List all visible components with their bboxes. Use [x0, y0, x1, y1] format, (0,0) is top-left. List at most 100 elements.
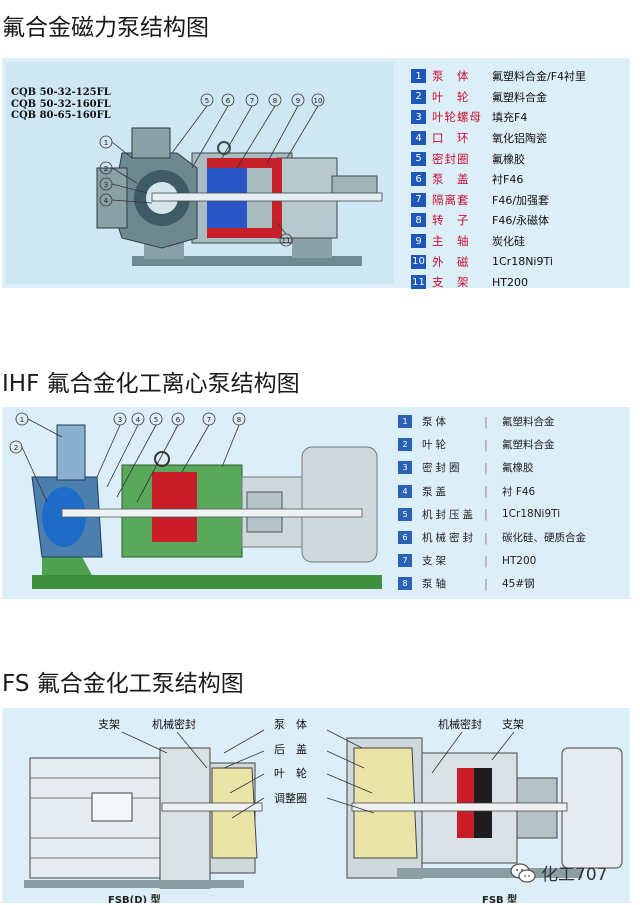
legend-material: 氟橡胶: [502, 462, 534, 475]
legend-number-badge: 2: [411, 89, 426, 104]
legend-divider: |: [484, 576, 488, 591]
legend-part-name: 机械密封: [422, 532, 476, 545]
legend-material: 氟塑料合金: [492, 90, 547, 104]
cqb-pump-drawing: 5 6 7 8 9 10 1 2 3 4 11: [6, 62, 394, 284]
legend-number-badge: 6: [398, 531, 412, 545]
legend-material: 氟塑料合金/F4衬里: [492, 70, 587, 84]
legend-row: 2 叶 轮 氟塑料合金: [411, 87, 586, 108]
legend-divider: |: [484, 460, 488, 475]
legend-number-badge: 4: [398, 484, 412, 498]
legend-divider: |: [484, 484, 488, 499]
fs-label-seal-right: 机械密封: [438, 718, 482, 731]
legend-number-badge: 9: [411, 234, 426, 249]
fs-label-impeller: 叶 轮: [274, 767, 307, 780]
ihf-pump-drawing: 1 2 3 4 5 6 7 8: [9, 412, 382, 589]
watermark-text: 化工707: [541, 865, 608, 885]
legend-material: 1Cr18Ni9Ti: [492, 255, 553, 269]
legend-part-name: 隔离套: [432, 192, 470, 207]
cqb-model-list: CQB 50-32-125FL CQB 50-32-160FL CQB 80-6…: [11, 87, 111, 122]
legend-number-badge: 8: [411, 213, 426, 228]
cqb-callout-1: 1: [104, 139, 108, 147]
legend-material: 45#钢: [502, 578, 535, 591]
cqb-model: CQB 50-32-125FL: [11, 87, 111, 98]
legend-divider: |: [484, 414, 488, 429]
legend-row: 9 主 轴 炭化硅: [411, 231, 586, 252]
legend-number-badge: 1: [398, 415, 412, 429]
legend-part-name: 叶轮螺母: [432, 110, 482, 125]
cqb-callout-6: 6: [226, 97, 231, 105]
legend-number-badge: 4: [411, 131, 426, 146]
ihf-callout-1: 1: [20, 416, 24, 424]
legend-number-badge: 1: [411, 69, 426, 84]
cqb-section-title: 氟合金磁力泵结构图: [2, 15, 209, 41]
cqb-callout-8: 8: [273, 97, 277, 105]
legend-material: 衬 F46: [502, 485, 536, 498]
cqb-callout-3: 3: [104, 181, 108, 189]
legend-part-name: 密封圈: [422, 462, 463, 475]
legend-part-name: 泵体: [422, 416, 449, 429]
legend-row: 10 外 磁 1Cr18Ni9Ti: [411, 251, 586, 272]
cqb-model: CQB 80-65-160FL: [11, 110, 111, 121]
fs-pump-drawing: [24, 729, 623, 889]
legend-row: 1 泵 体 氟塑料合金/F4衬里: [411, 66, 586, 87]
legend-number-badge: 10: [411, 254, 426, 269]
ihf-panel: 1 2 3 4 5 6 7 8: [2, 407, 630, 599]
legend-row: 3 叶轮螺母填充F4: [411, 107, 586, 128]
legend-part-name: 泵 体: [432, 69, 470, 84]
legend-part-name: 叶 轮: [432, 89, 470, 104]
legend-divider: |: [484, 507, 488, 522]
fs-label-back-cover: 后 盖: [274, 743, 307, 756]
legend-part-name: 主 轴: [432, 234, 470, 249]
wechat-icon: [510, 862, 536, 883]
legend-part-name: 机封压盖: [422, 508, 476, 521]
legend-part-name: 泵盖: [422, 485, 449, 498]
legend-divider: |: [484, 553, 488, 568]
ihf-callout-6: 6: [176, 416, 181, 424]
cqb-panel: 5 6 7 8 9 10 1 2 3 4 11: [2, 58, 630, 288]
legend-number-badge: 2: [398, 438, 412, 452]
cqb-callout-4: 4: [104, 197, 109, 205]
fs-label-support-right: 支架: [502, 718, 524, 731]
legend-part-name: 外 磁: [432, 254, 470, 269]
ihf-callout-5: 5: [154, 416, 158, 424]
legend-material: 填充F4: [492, 111, 528, 125]
legend-row: 7 隔离套 F46/加强套: [411, 190, 586, 211]
legend-material: 炭化硅: [492, 235, 525, 249]
legend-material: 氧化铝陶瓷: [492, 132, 547, 146]
fs-label-pump-body: 泵 体: [274, 718, 307, 731]
ihf-callout-8: 8: [237, 416, 241, 424]
legend-part-name: 叶轮: [422, 439, 449, 452]
legend-part-name: 转 子: [432, 213, 470, 228]
legend-number-badge: 5: [398, 507, 412, 521]
watermark: 化工707: [510, 860, 607, 885]
cqb-callout-7: 7: [250, 97, 254, 105]
legend-number-badge: 5: [411, 151, 426, 166]
legend-number-badge: 3: [411, 110, 426, 125]
legend-material: 衬F46: [492, 173, 524, 187]
legend-number-badge: 7: [411, 192, 426, 207]
fs-panel: 支架 机械密封 泵 体 后 盖 叶 轮 调整圈 机械密封 支架 FSB(D) 型…: [2, 708, 630, 903]
legend-part-name: 泵 盖: [432, 172, 470, 187]
fs-label-seal-left: 机械密封: [152, 718, 196, 731]
fs-label-support-left: 支架: [98, 718, 120, 731]
legend-material: 氟橡胶: [492, 152, 525, 166]
ihf-callout-2: 2: [14, 444, 18, 452]
legend-material: 碳化硅、硬质合金: [502, 532, 586, 545]
legend-part-name: 支架: [422, 555, 449, 568]
legend-material: HT200: [502, 554, 537, 567]
legend-material: F46/加强套: [492, 193, 550, 207]
cqb-callout-2: 2: [104, 165, 108, 173]
fs-section-title: FS 氟合金化工泵结构图: [2, 671, 244, 697]
